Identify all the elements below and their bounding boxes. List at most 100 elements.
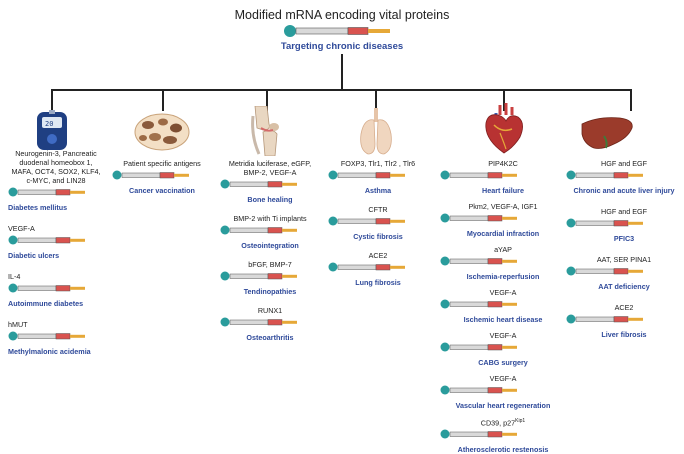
branch-drop-4 <box>375 89 377 111</box>
mrna-icon <box>8 331 85 341</box>
gene-label: Neurogenin-3, Pancreatic duodenal homeob… <box>11 149 101 185</box>
header-mrna-icon <box>284 25 390 37</box>
mrna-icon <box>440 299 517 309</box>
disease-label: Chronic and acute liver injury <box>573 186 675 195</box>
disease-label: Myocardial infraction <box>466 229 540 238</box>
disease-label: Liver fibrosis <box>601 330 647 339</box>
gene-label: HGF and EGF <box>601 159 647 168</box>
mrna-icon <box>220 179 297 189</box>
entry: IL-4 Autoimmune diabetes <box>8 272 104 308</box>
disease-label: Cancer vaccination <box>129 186 195 195</box>
disease-label: Diabetic ulcers <box>8 251 60 260</box>
mrna-icon <box>220 271 297 281</box>
disease-label: Methylmalonic acidemia <box>8 347 91 356</box>
entry: ACE2 Liver fibrosis <box>566 303 682 339</box>
gene-label: VEGF-A <box>489 331 517 340</box>
disease-label: Osteoarthritis <box>246 333 294 342</box>
mrna-icon <box>566 218 643 228</box>
entry: bFGF, BMP-7 Tendinopathies <box>220 260 320 296</box>
entry: hMUT Methylmalonic acidemia <box>8 320 104 356</box>
entry: AAT, SER PINA1 AAT deficiency <box>566 255 682 291</box>
entry: Patient specific antigens Cancer vaccina… <box>112 159 212 195</box>
entry: aYAP Ischemia-reperfusion <box>440 245 566 281</box>
gene-label: aYAP <box>494 245 512 254</box>
mrna-icon <box>566 266 643 276</box>
disease-label: Asthma <box>364 186 392 195</box>
gene-label: ACE2 <box>368 251 388 260</box>
entry: HGF and EGF Chronic and acute liver inju… <box>566 159 682 195</box>
entry: CD39, p27Kip1 Atherosclerotic restenosis <box>440 417 566 454</box>
cancer-tissue-icon <box>134 113 190 151</box>
entry: RUNX1 Osteoarthritis <box>220 306 320 342</box>
column-heart: PIP4K2C Heart failure Pkm2, VEGF-A, IGF1… <box>440 159 566 454</box>
mrna-icon <box>8 283 85 293</box>
gene-superscript: Kip1 <box>515 418 526 424</box>
branch-drop-2 <box>162 89 164 111</box>
gene-label: hMUT <box>8 320 28 329</box>
gene-label: ACE2 <box>614 303 634 312</box>
mrna-icon <box>566 314 643 324</box>
gene-label: RUNX1 <box>257 306 283 315</box>
branch-drop-6 <box>630 89 632 111</box>
gene-label: CD39, p27Kip1 <box>440 417 566 427</box>
disease-label: Heart failure <box>482 186 524 195</box>
entry: VEGF-A CABG surgery <box>440 331 566 367</box>
entry: HGF and EGF PFIC3 <box>566 207 682 243</box>
mrna-icon <box>220 317 297 327</box>
entry: Neurogenin-3, Pancreatic duodenal homeob… <box>8 149 104 212</box>
disease-label: Cystic fibrosis <box>353 232 403 241</box>
disease-label: Ischemia-reperfusion <box>466 272 540 281</box>
entry: Metridia luciferase, eGFP, BMP-2, VEGF-A… <box>220 159 320 204</box>
disease-label: Atherosclerotic restenosis <box>457 445 549 454</box>
entry: ACE2 Lung fibrosis <box>328 251 428 287</box>
entry: CFTR Cystic fibrosis <box>328 205 428 241</box>
diagram-title: Modified mRNA encoding vital proteins <box>234 8 450 22</box>
column-diabetes: Neurogenin-3, Pancreatic duodenal homeob… <box>8 149 104 356</box>
branch-drop-1 <box>51 89 53 111</box>
gene-label: IL-4 <box>8 272 21 281</box>
mrna-icon <box>328 170 405 180</box>
gene-label: BMP-2 with Ti implants <box>233 214 307 223</box>
branch-line <box>51 89 631 91</box>
disease-label: PFIC3 <box>613 234 635 243</box>
column-bone: Metridia luciferase, eGFP, BMP-2, VEGF-A… <box>220 159 320 342</box>
entry: BMP-2 with Ti implants Osteointegration <box>220 214 320 250</box>
gene-label: PIP4K2C <box>488 159 518 168</box>
gene-label: HGF and EGF <box>601 207 647 216</box>
diagram-subtitle: Targeting chronic diseases <box>280 41 404 52</box>
column-lung: FOXP3, Tlr1, Tlr2 , Tlr6 Asthma CFTR Cys… <box>328 159 428 287</box>
branch-drop-5 <box>503 89 505 111</box>
gene-text: CD39, p27 <box>480 418 516 428</box>
heart-icon <box>485 103 523 154</box>
svg-text:20: 20 <box>45 120 53 128</box>
disease-label: Vascular heart regeneration <box>455 401 551 410</box>
disease-label: Osteointegration <box>241 241 299 250</box>
entry: VEGF-A Ischemic heart disease <box>440 288 566 324</box>
gene-label: Patient specific antigens <box>123 159 201 168</box>
glucose-meter-icon: 20 <box>37 110 67 150</box>
mrna-icon <box>566 170 643 180</box>
column-cancer: Patient specific antigens Cancer vaccina… <box>112 159 212 195</box>
disease-label: Diabetes mellitus <box>8 203 68 212</box>
gene-label: FOXP3, Tlr1, Tlr2 , Tlr6 <box>340 159 416 168</box>
mrna-icon <box>440 342 517 352</box>
disease-label: AAT deficiency <box>598 282 650 291</box>
gene-label: VEGF-A <box>489 374 517 383</box>
gene-label: bFGF, BMP-7 <box>248 260 292 269</box>
disease-label: CABG surgery <box>478 358 528 367</box>
gene-label: AAT, SER PINA1 <box>596 255 652 264</box>
mrna-icon <box>440 429 517 439</box>
gene-label: Pkm2, VEGF-A, IGF1 <box>468 202 538 211</box>
gene-label: VEGF-A <box>489 288 517 297</box>
gene-label: CFTR <box>368 205 388 214</box>
liver-icon <box>581 117 633 149</box>
mrna-icon <box>440 256 517 266</box>
entry: VEGF-A Diabetic ulcers <box>8 224 104 260</box>
entry: VEGF-A Vascular heart regeneration <box>440 374 566 410</box>
knee-joint-icon <box>251 106 279 156</box>
entry: FOXP3, Tlr1, Tlr2 , Tlr6 Asthma <box>328 159 428 195</box>
entry: Pkm2, VEGF-A, IGF1 Myocardial infraction <box>440 202 566 238</box>
mrna-icon <box>328 262 405 272</box>
column-liver: HGF and EGF Chronic and acute liver inju… <box>566 159 682 339</box>
mrna-icon <box>440 170 517 180</box>
